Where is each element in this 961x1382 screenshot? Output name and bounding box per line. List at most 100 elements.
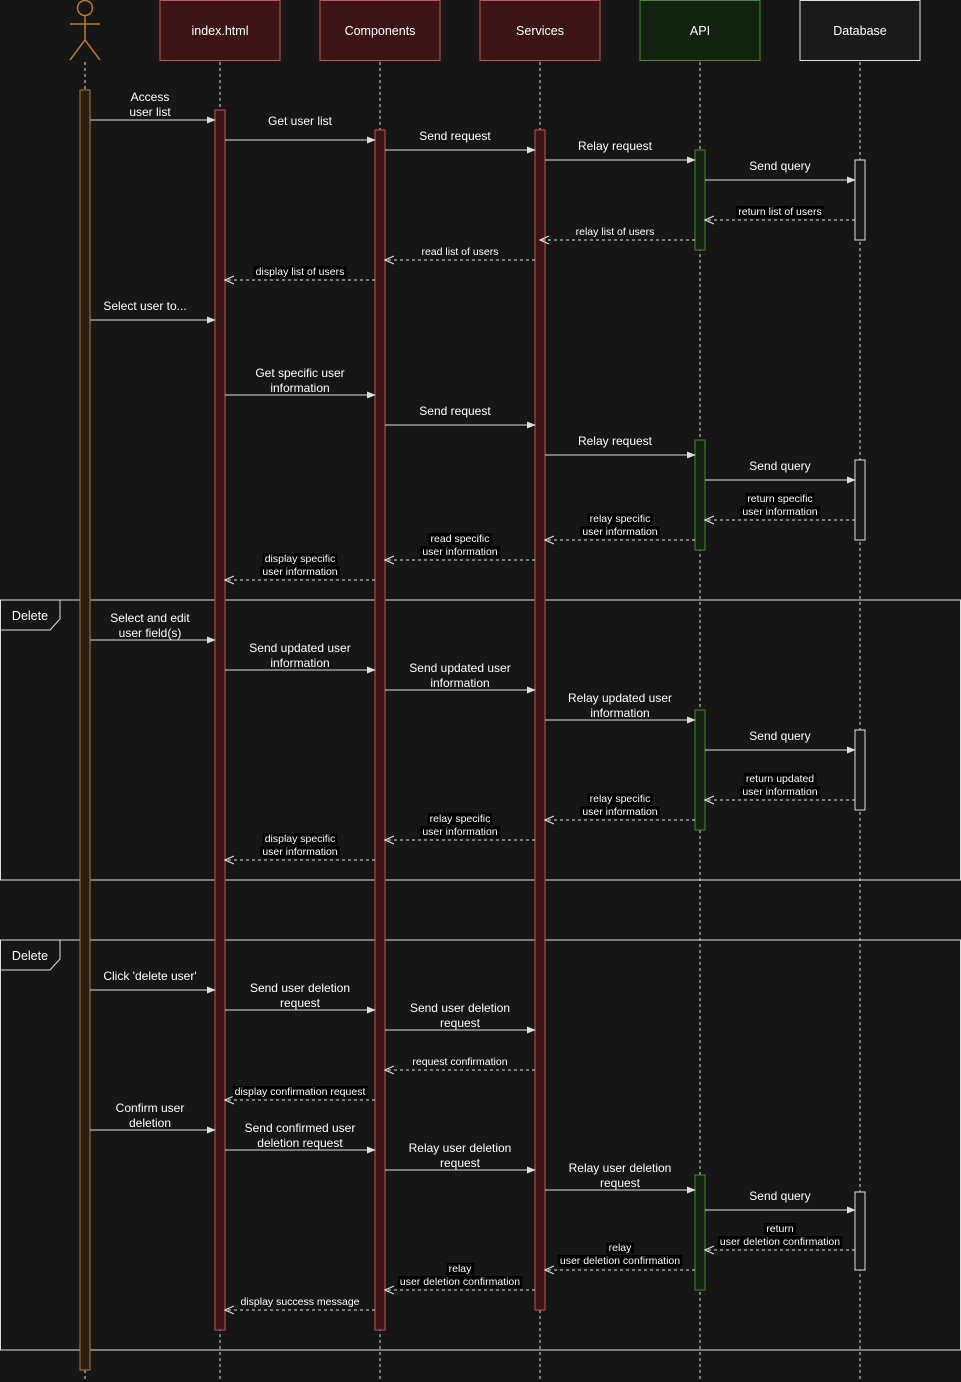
message-label: information (590, 706, 649, 720)
label-background (580, 526, 660, 538)
message-label: display list of users (256, 266, 345, 278)
label-background (580, 806, 660, 818)
message-label: display specific (265, 833, 336, 845)
message-r14: display confirmation request (225, 1086, 375, 1100)
message-label: Send updated user (409, 661, 510, 675)
message-label: user deletion confirmation (560, 1255, 680, 1267)
user-actor-icon (69, 0, 101, 61)
message-label: request (280, 996, 321, 1010)
message-label: Send query (749, 1189, 810, 1203)
message-label: user information (262, 566, 337, 578)
label-background (232, 1086, 368, 1098)
message-label: Send query (749, 159, 810, 173)
label-background (717, 1236, 843, 1248)
label-background (262, 833, 338, 845)
label-background (253, 266, 347, 278)
fragment-label: Delete (12, 949, 48, 963)
message-m08: Send request (385, 404, 536, 429)
participant-label: API (690, 24, 710, 38)
message-label: Send user deletion (250, 981, 350, 995)
message-r03: read list of users (385, 246, 535, 260)
message-label: relay list of users (576, 226, 655, 238)
message-label: Send request (419, 404, 491, 418)
fragment-label: Delete (12, 609, 48, 623)
message-label: user information (582, 526, 657, 538)
message-label: return specific (747, 493, 812, 505)
participant-label: index.html (192, 24, 249, 38)
message-label: Send user deletion (410, 1001, 510, 1015)
message-label: deletion (129, 1116, 171, 1130)
message-label: deletion request (257, 1136, 343, 1150)
message-m09: Relay request (545, 434, 696, 459)
message-label: return list of users (738, 206, 821, 218)
message-m06: Select user to... (90, 299, 216, 324)
message-label: request (600, 1176, 641, 1190)
message-label: relay specific (590, 513, 651, 525)
message-label: user information (742, 506, 817, 518)
label-background (736, 206, 824, 218)
message-label: user information (262, 846, 337, 858)
label-background (587, 793, 653, 805)
activation-database (854, 729, 866, 811)
message-r02: relay list of users (540, 226, 695, 240)
activation-index-html (214, 109, 226, 1331)
label-background (260, 566, 340, 578)
message-r01: return list of users (705, 206, 855, 220)
message-label: Relay user deletion (409, 1141, 512, 1155)
participant-label: Database (833, 24, 887, 38)
message-label: information (270, 656, 329, 670)
message-label: return (766, 1223, 794, 1235)
label-background (587, 513, 653, 525)
activation-api (694, 709, 706, 831)
label-background (420, 826, 500, 838)
label-background (262, 553, 338, 565)
message-label: Select and edit (110, 611, 190, 625)
message-label: user information (582, 806, 657, 818)
message-label: relay (609, 1242, 633, 1254)
label-background (740, 786, 820, 798)
message-label: Click 'delete user' (103, 969, 196, 983)
participant-label: Components (345, 24, 416, 38)
message-label: user list (129, 105, 171, 119)
message-label: user deletion confirmation (720, 1236, 840, 1248)
message-label: display specific (265, 553, 336, 565)
activation-api (694, 1174, 706, 1291)
message-label: Confirm user (116, 1101, 185, 1115)
message-label: relay (449, 1263, 473, 1275)
message-m10: Send query (705, 459, 856, 484)
activation-components (374, 129, 386, 1331)
message-label: request (440, 1156, 481, 1170)
activation-database (854, 1191, 866, 1271)
message-label: user information (422, 546, 497, 558)
message-label: read specific (431, 533, 490, 545)
message-r18: display success message (225, 1296, 375, 1310)
activation-actor (79, 89, 91, 1371)
participant-database: Database (799, 0, 921, 61)
label-background (420, 546, 500, 558)
message-r13: request confirmation (385, 1056, 535, 1070)
message-label: relay specific (590, 793, 651, 805)
message-label: Select user to... (103, 299, 186, 313)
message-m23: Send query (705, 1189, 856, 1214)
message-label: relay specific (430, 813, 491, 825)
participant-components: Components (319, 0, 441, 61)
label-background (397, 1276, 523, 1288)
